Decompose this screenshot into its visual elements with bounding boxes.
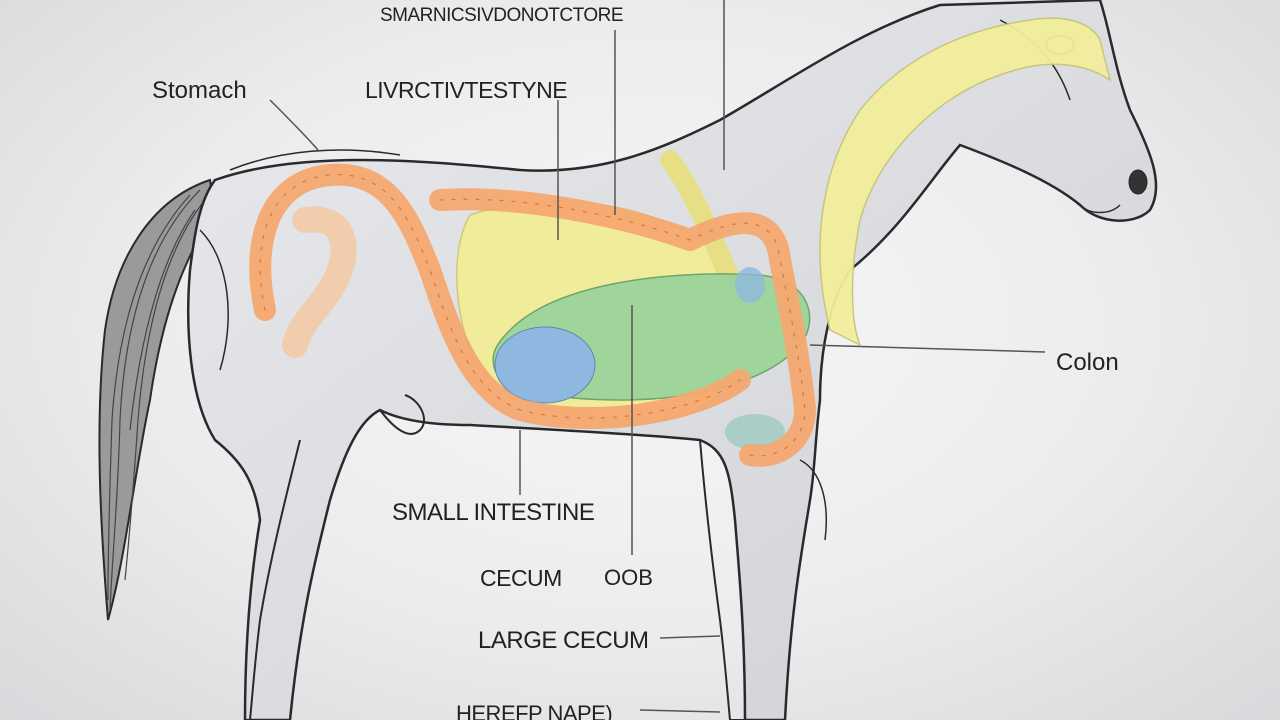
pointer-lines xyxy=(269,0,1046,713)
cecum xyxy=(492,267,811,450)
label-small-intestine: SMALL INTESTINE xyxy=(392,499,595,526)
label-oob: OOB xyxy=(604,565,653,590)
label-liver-intestine: LIVRCTIVTESTYNE xyxy=(365,77,568,103)
esophagus xyxy=(819,17,1112,347)
label-top: SMARNICSIVDONOTCTORE xyxy=(380,5,624,26)
pointer-stomach xyxy=(269,99,319,151)
pointer-large-cecum xyxy=(659,635,721,639)
label-cecum: CECUM xyxy=(480,565,562,591)
pointer-bottom xyxy=(639,709,721,713)
label-colon: Colon xyxy=(1056,349,1119,376)
label-large-cecum: LARGE CECUM xyxy=(478,627,649,654)
tail xyxy=(98,178,217,621)
small-intestine xyxy=(249,163,816,467)
pointer-colon xyxy=(809,344,1046,353)
label-stomach: Stomach xyxy=(152,77,247,104)
label-bottom: HEREFP NAPE) xyxy=(456,701,613,720)
